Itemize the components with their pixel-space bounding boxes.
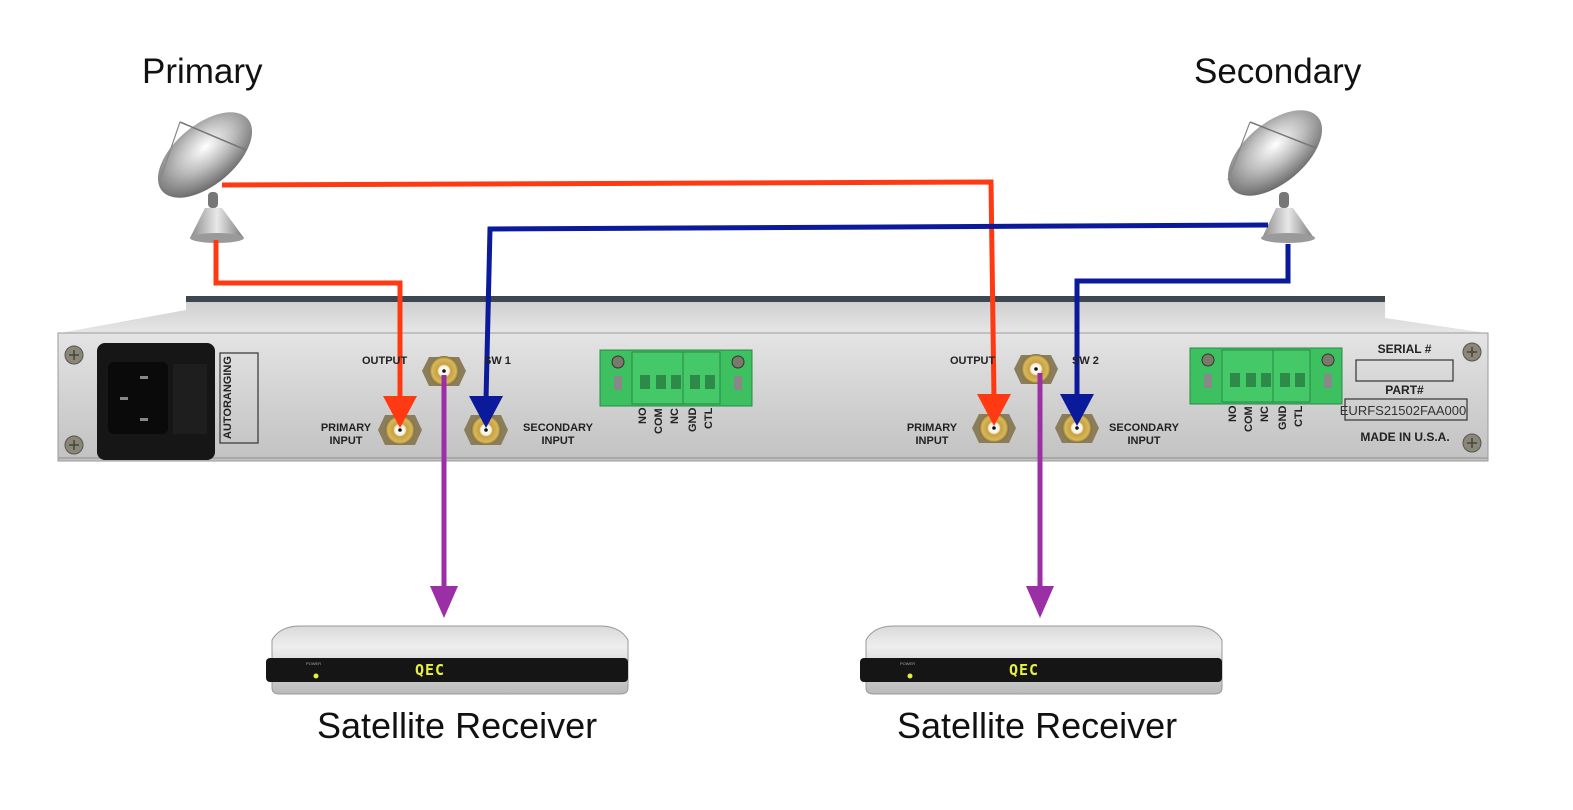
sw1-terminal-gnd: GND (687, 408, 699, 433)
primary-to-sw2-line (221, 179, 997, 399)
receiver-2-label: Satellite Receiver (897, 705, 1178, 746)
secondary-to-sw1-line (483, 222, 1269, 401)
sw1-terminal-block (599, 349, 753, 407)
sw1-output-label: OUTPUT (362, 355, 408, 367)
sw2-terminal-gnd: GND (1277, 406, 1289, 431)
satellite-receiver-2-icon (860, 625, 1223, 695)
sw1-secondary-input-connector[interactable] (464, 415, 508, 445)
autoranging-label: AUTORANGING (222, 356, 234, 440)
sw1-terminal-ctl: CTL (703, 408, 715, 430)
sw2-output-label: OUTPUT (950, 355, 996, 367)
serial-label: SERIAL # (1377, 342, 1432, 356)
sw2-name-label: SW 2 (1072, 355, 1099, 367)
receiver-1-label: Satellite Receiver (317, 705, 598, 746)
arrowhead-icon (469, 396, 503, 428)
sw1-name-label: SW 1 (484, 355, 511, 367)
screw-icon (64, 435, 84, 455)
sw2-output-connector[interactable] (1014, 354, 1058, 384)
arrowhead-icon (1026, 586, 1054, 618)
receiver-2-power-label: POWER (900, 661, 916, 666)
part-box (1344, 398, 1468, 421)
screw-icon (64, 345, 84, 365)
made-in-label: MADE IN U.S.A. (1360, 430, 1450, 444)
secondary-to-sw2-line (1074, 244, 1291, 398)
autoranging-box (219, 352, 259, 444)
screw-icon (1462, 342, 1482, 362)
arrowhead-icon (977, 394, 1011, 426)
sw1-primary-input-connector[interactable] (378, 415, 422, 445)
sw2-terminal-com: COM (1243, 406, 1255, 432)
sw1-terminal-nc: NC (669, 408, 681, 424)
primary-antenna-icon (157, 112, 253, 243)
sw2-terminal-ctl: CTL (1293, 406, 1305, 428)
receiver-1-display: QEC (415, 661, 446, 679)
sw2-terminal-nc: NC (1259, 406, 1271, 422)
arrowhead-icon (1060, 394, 1094, 426)
sw1-output-connector[interactable] (422, 356, 466, 386)
secondary-antenna-icon (1227, 110, 1323, 243)
arrowhead-icon (430, 586, 458, 618)
arrowhead-icon (383, 396, 417, 428)
sw2-secondary-input-connector[interactable] (1055, 413, 1099, 443)
secondary-antenna-label: Secondary (1194, 52, 1362, 91)
chassis-rear-edge (186, 296, 1385, 302)
serial-box (1355, 359, 1454, 382)
satellite-receiver-1-icon (266, 625, 629, 695)
sw1-terminal-com: COM (653, 408, 665, 434)
sw1-terminal-no: NO (637, 408, 649, 425)
sw2-primary-input-connector[interactable] (972, 413, 1016, 443)
sw2-terminal-no: NO (1227, 406, 1239, 423)
receiver-1-power-label: POWER (306, 661, 322, 666)
part-number: EURFS21502FAA000 (1339, 403, 1467, 418)
screw-icon (1462, 433, 1482, 453)
sw2-terminal-block (1189, 347, 1343, 405)
chassis-top (60, 300, 1486, 333)
part-label: PART# (1385, 383, 1424, 397)
primary-antenna-label: Primary (142, 52, 263, 91)
power-inlet-icon (97, 343, 215, 460)
receiver-2-display: QEC (1009, 661, 1040, 679)
primary-to-sw1-line (213, 240, 403, 400)
